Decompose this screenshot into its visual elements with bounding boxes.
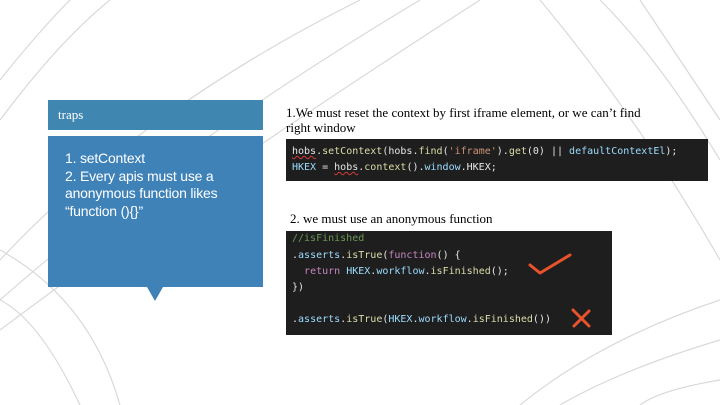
callout-pointer: [147, 287, 163, 301]
code-1-line-2: HKEX = hobs.context().window.HKEX;: [292, 162, 497, 173]
callout-line-1: 1. setContext: [65, 150, 145, 166]
note-2: 2. we must use an anonymous function: [290, 211, 493, 226]
note-1-line-2: right window: [286, 120, 356, 135]
callout-line-3: anonymous function likes: [65, 185, 218, 201]
callout-line-2: 2. Every apis must use a: [65, 167, 214, 184]
check-mark-icon: [528, 253, 572, 275]
code-snippet-anonymous-function: //isFinished .asserts.isTrue(function() …: [286, 231, 612, 335]
code-snippet-set-context: hobs.setContext(hobs.find('iframe').get(…: [286, 139, 708, 181]
callout-box: 1. setContext 2. Every apis must use a a…: [48, 136, 263, 287]
code-1-line-1: hobs.setContext(hobs.find('iframe').get(…: [292, 146, 678, 157]
section-header: traps: [48, 100, 263, 130]
callout-text: 1. setContext 2. Every apis must use a a…: [65, 150, 255, 220]
code-2-line-1: //isFinished: [292, 233, 365, 244]
note-1: 1.We must reset the context by first ifr…: [286, 105, 716, 135]
code-2-line-2: .asserts.isTrue(function() {: [292, 250, 461, 261]
code-2-line-3: return HKEX.workflow.isFinished();: [304, 266, 509, 277]
section-title: traps: [58, 107, 84, 122]
code-2-line-4: }): [292, 282, 305, 293]
code-2-line-5: .asserts.isTrue(HKEX.workflow.isFinished…: [292, 314, 551, 325]
note-1-line-1: 1.We must reset the context by first ifr…: [286, 105, 641, 120]
callout-line-4: “function (){}”: [65, 202, 143, 219]
cross-mark-icon: [571, 308, 591, 328]
